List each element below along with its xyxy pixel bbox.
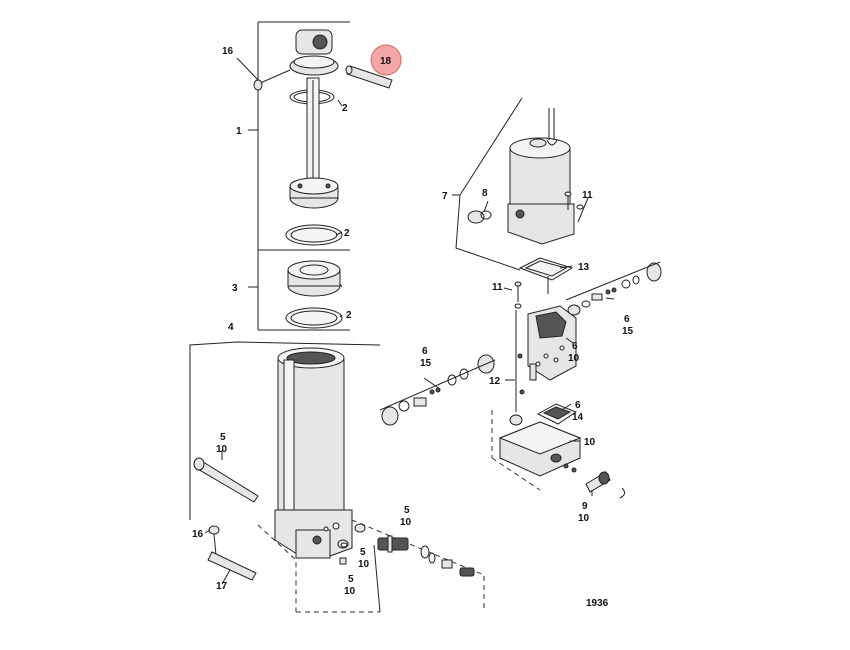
bolt-5-left (193, 457, 259, 503)
callout-13: 13 (578, 262, 590, 273)
callout-5: 5 (220, 432, 226, 443)
callout-18: 18 (380, 56, 392, 67)
pin-16-bottom (208, 525, 220, 556)
callout-10: 10 (344, 586, 356, 597)
fill-plug (467, 210, 492, 224)
callout-10: 10 (568, 353, 580, 364)
screws-11-top (564, 191, 584, 210)
callout-6: 6 (624, 314, 630, 325)
callout-6: 6 (575, 400, 581, 411)
callout-10: 10 (578, 513, 590, 524)
callout-7: 7 (442, 191, 448, 202)
callout-14: 14 (572, 412, 584, 423)
callout-12: 12 (489, 376, 501, 387)
callout-6: 6 (422, 346, 428, 357)
callout-5: 5 (348, 574, 354, 585)
callout-1: 1 (236, 126, 242, 137)
callout-10: 10 (358, 559, 370, 570)
bottom-valve-group (257, 519, 485, 613)
pump-motor (507, 108, 575, 245)
pin-18 (345, 65, 393, 89)
callout-10: 10 (400, 517, 412, 528)
callout-9: 9 (582, 501, 588, 512)
callout-17: 17 (216, 581, 228, 592)
callout-11: 11 (582, 190, 593, 201)
callout-10: 10 (584, 437, 596, 448)
valve-9 (563, 463, 626, 499)
callout-4: 4 (228, 322, 234, 333)
gasket-13 (518, 257, 574, 281)
ground-strap (509, 310, 525, 426)
callout-2: 2 (342, 103, 348, 114)
callout-15: 15 (622, 326, 634, 337)
figure-number: 1936 (586, 598, 609, 609)
callout-5: 5 (360, 547, 366, 558)
highlight-marker (370, 44, 402, 76)
callout-2: 2 (344, 228, 350, 239)
valve-series-upper-right (565, 261, 662, 316)
callout-8: 8 (482, 188, 488, 199)
reservoir (491, 410, 582, 491)
valve-series-left (379, 354, 496, 426)
o-ring-2b (285, 224, 343, 246)
callout-3: 3 (232, 283, 238, 294)
filter-14 (536, 403, 578, 425)
callout-16: 16 (192, 529, 204, 540)
cylinder-body (274, 347, 353, 559)
callout-2: 2 (346, 310, 352, 321)
o-ring-2c (285, 307, 343, 329)
callout-16: 16 (222, 46, 234, 57)
callout-11: 11 (492, 282, 503, 293)
callout-6: 6 (572, 341, 578, 352)
callout-10: 10 (216, 444, 228, 455)
memory-piston (287, 260, 341, 297)
callout-15: 15 (420, 358, 432, 369)
callout-5: 5 (404, 505, 410, 516)
piston (289, 177, 339, 209)
pin-17 (207, 551, 257, 581)
screws-11-mid (514, 276, 549, 309)
pump-manifold (527, 305, 577, 381)
cylinder-rod-eye (289, 29, 339, 76)
